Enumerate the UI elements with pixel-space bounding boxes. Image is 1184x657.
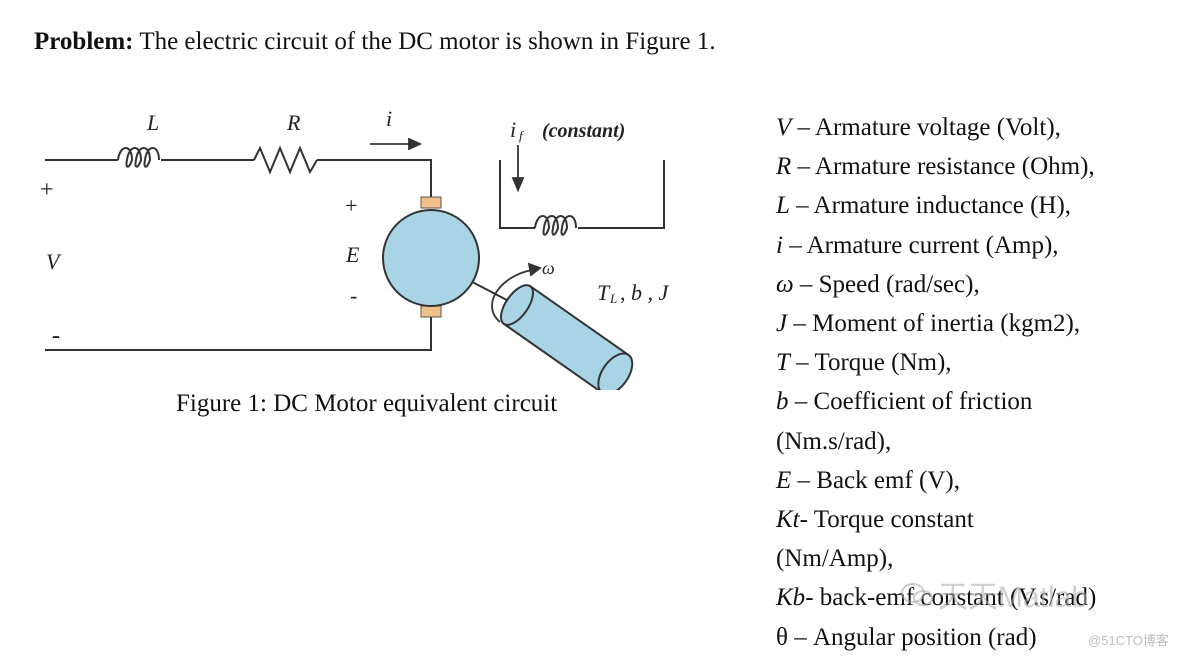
site-watermark: @51CTO博客 xyxy=(1088,633,1169,648)
watermark-text: 天天Matlab xyxy=(938,581,1089,614)
legend-symbol: E xyxy=(776,466,792,494)
label-if-constant: (constant) xyxy=(542,120,625,142)
legend-symbol: R xyxy=(776,153,792,181)
legend-symbol: ω xyxy=(776,270,794,298)
legend-item: Kt- Torque constant xyxy=(776,500,1176,539)
label-E: E xyxy=(345,242,360,267)
wechat-icon xyxy=(901,583,933,606)
top-brush xyxy=(420,196,442,209)
legend-symbol: i xyxy=(776,231,783,259)
legend-text: – Coefficient of friction xyxy=(788,388,1033,416)
legend-item: Kb- back-emf constant (V.s/rad) xyxy=(776,578,1176,617)
armature-resistor xyxy=(253,145,318,175)
legend-symbol: V xyxy=(776,114,792,141)
motor-armature xyxy=(382,209,480,307)
label-load-sub: L xyxy=(609,291,617,306)
problem-statement: Problem: The electric circuit of the DC … xyxy=(34,28,716,56)
label-V: V xyxy=(46,249,62,274)
field-wire-right xyxy=(578,160,665,229)
legend-item: i – Armature current (Amp), xyxy=(776,226,1176,265)
legend-text: - back-emf constant (V.s/rad) xyxy=(805,584,1097,612)
legend-item: J – Moment of inertia (kgm2), xyxy=(776,304,1176,343)
label-load: T xyxy=(597,280,611,305)
label-minus-E: - xyxy=(350,283,357,308)
label-R: R xyxy=(286,110,301,135)
legend-text: – Armature resistance (Ohm), xyxy=(791,153,1095,181)
legend-text: – Torque (Nm), xyxy=(789,349,952,377)
label-omega: ω xyxy=(542,258,555,278)
legend-item: b – Coefficient of friction xyxy=(776,382,1176,421)
label-plus-E: + xyxy=(345,193,357,218)
legend-continuation: (Nm/Amp), xyxy=(776,545,894,573)
label-L: L xyxy=(146,110,159,135)
legend-symbol: Kt xyxy=(776,506,800,534)
legend-item: T – Torque (Nm), xyxy=(776,343,1176,382)
dc-motor-figure: L R i i f (constant) + V - + E - ω T L ,… xyxy=(30,100,730,396)
label-i: i xyxy=(386,106,392,131)
field-inductor xyxy=(534,215,577,236)
legend-symbol: T xyxy=(776,349,790,377)
bottom-wire xyxy=(45,316,432,351)
legend-text: – Armature inductance (H), xyxy=(789,192,1072,220)
label-load-rest: , b , J xyxy=(620,280,670,305)
legend-text: - Torque constant xyxy=(799,506,974,534)
legend-symbol: J xyxy=(776,310,788,338)
legend-item: L – Armature inductance (H), xyxy=(776,186,1176,225)
label-plus-left: + xyxy=(40,177,54,203)
legend-text: – Speed (rad/sec), xyxy=(793,270,980,298)
legend-symbol: θ xyxy=(776,623,788,651)
legend-symbol: b xyxy=(776,388,789,416)
label-if-sub: f xyxy=(519,128,525,143)
legend-symbol: L xyxy=(776,192,790,220)
legend-text: – Back emf (V), xyxy=(791,466,960,494)
variable-legend: V – Armature voltage (Volt), R – Armatur… xyxy=(776,108,1176,657)
problem-label: Problem: xyxy=(34,28,134,55)
legend-item: θ – Angular position (rad) xyxy=(776,618,1176,657)
legend-item: E – Back emf (V), xyxy=(776,461,1176,500)
legend-text: – Armature current (Amp), xyxy=(782,231,1059,259)
legend-continuation: (Nm.s/rad), xyxy=(776,427,892,455)
legend-item: ω – Speed (rad/sec), xyxy=(776,265,1176,304)
label-if: i xyxy=(510,117,516,142)
field-wire-left xyxy=(499,160,535,229)
legend-item: R – Armature resistance (Ohm), xyxy=(776,147,1176,186)
legend-symbol: Kb xyxy=(776,584,806,612)
figure-caption: Figure 1: DC Motor equivalent circuit xyxy=(176,390,558,417)
legend-text: – Moment of inertia (kgm2), xyxy=(787,310,1081,338)
legend-item: V – Armature voltage (Volt), xyxy=(776,108,1176,147)
label-minus-left: - xyxy=(52,323,60,349)
legend-text: – Angular position (rad) xyxy=(787,623,1037,651)
problem-text: The electric circuit of the DC motor is … xyxy=(133,28,716,55)
bottom-brush xyxy=(420,305,442,318)
load-cylinder xyxy=(500,284,634,396)
top-wire-right xyxy=(317,159,432,197)
legend-text: – Armature voltage (Volt), xyxy=(791,114,1061,141)
armature-inductor xyxy=(117,147,160,168)
circuit-diagram: L R i i f (constant) + V - + E - ω T L ,… xyxy=(40,106,670,396)
